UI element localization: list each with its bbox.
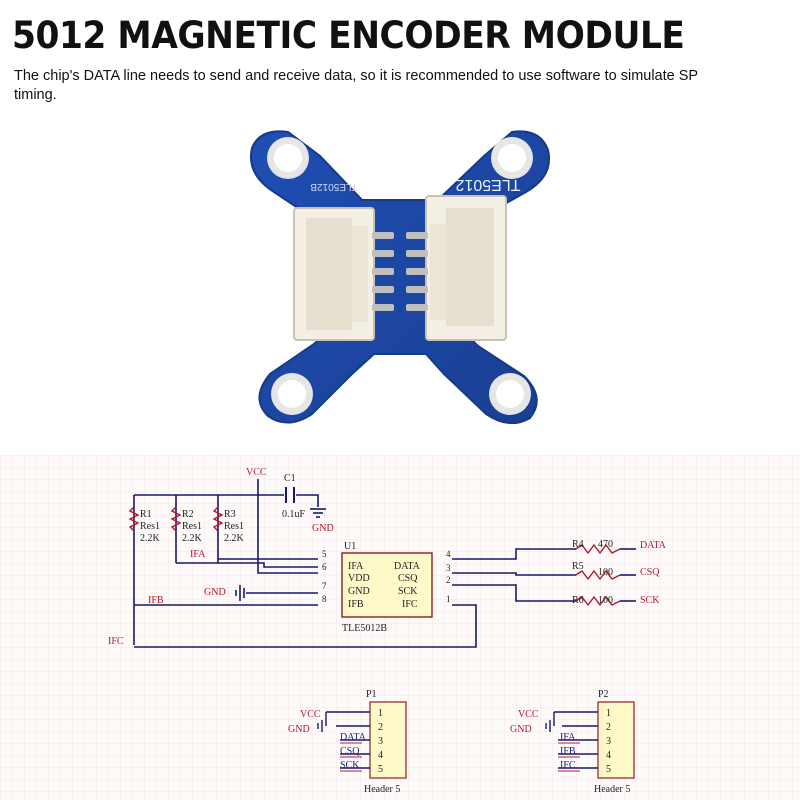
r6-value: 100 — [598, 595, 613, 606]
header-p1-label-2: GND — [288, 724, 310, 735]
chip-pin-4-num: 4 — [446, 549, 451, 559]
ground-symbol — [310, 508, 326, 518]
right-connector — [425, 195, 507, 341]
mount-hole-top-right — [491, 137, 533, 179]
chip-ref: U1 — [344, 541, 356, 552]
net-ifa-label: IFA — [190, 549, 206, 560]
r2-type: Res1 — [182, 521, 202, 532]
r3-ref: R3 — [224, 509, 236, 520]
chip-pin-6-num: 6 — [322, 562, 327, 572]
gnd-label-cap: GND — [312, 523, 334, 534]
connector-pins — [372, 232, 428, 311]
chip-pin-7-name: GND — [348, 586, 370, 597]
chip-pin-3-name: CSQ — [398, 573, 418, 584]
header-p1-ref: P1 — [366, 689, 377, 700]
r3-type: Res1 — [224, 521, 244, 532]
chip-pin-5-name: IFA — [348, 561, 364, 572]
header-p2-pin-4: 4 — [606, 750, 611, 761]
header-p2-pin-2: 2 — [606, 722, 611, 733]
chip-u1-body — [341, 552, 433, 618]
header-p1-pin-1: 1 — [378, 708, 383, 719]
chip-pin-6-name: VDD — [348, 573, 370, 584]
header-p1 — [317, 701, 407, 779]
chip-pin-1-name: IFC — [402, 599, 418, 610]
r4-value: 470 — [598, 539, 613, 550]
chip-pin-8-num: 8 — [322, 594, 327, 604]
header-p1-label-5: SCK — [340, 760, 360, 771]
r5-net: CSQ — [640, 567, 660, 578]
header-p1-pin-4: 4 — [378, 750, 383, 761]
r1-type: Res1 — [140, 521, 160, 532]
schematic-diagram: VCC C1 0.1uF GND R1 Res1 2.2K R2 Res1 2.… — [0, 455, 800, 800]
chip-pin-5-num: 5 — [322, 549, 327, 559]
r4-net: DATA — [640, 540, 667, 551]
r4-ref: R4 — [572, 539, 584, 550]
chip-pin-7-num: 7 — [322, 581, 327, 591]
header-p2-pin-5: 5 — [606, 764, 611, 775]
header-p2 — [545, 701, 635, 779]
cap-ref: C1 — [284, 473, 296, 484]
header-p2-pin-3: 3 — [606, 736, 611, 747]
r1-value: 2.2K — [140, 533, 161, 544]
r2-ref: R2 — [182, 509, 194, 520]
board-silkscreen-label: TLE5012 — [455, 176, 520, 193]
r5-value: 100 — [598, 567, 613, 578]
board-side-label: TLE5012B — [310, 181, 358, 192]
encoder-board-photo: TLE5012 TLE5012B — [250, 130, 550, 425]
header-p2-label-3: IFA — [560, 732, 576, 743]
r2-value: 2.2K — [182, 533, 203, 544]
header-p1-label-3: DATA — [340, 732, 367, 743]
header-p2-label-1: VCC — [518, 709, 539, 720]
mount-hole-bottom-left — [271, 373, 313, 415]
mount-hole-bottom-right — [489, 373, 531, 415]
capacitor-c1 — [285, 487, 295, 503]
chip-pin-2-num: 2 — [446, 575, 451, 585]
gnd-label-left: GND — [204, 587, 226, 598]
resistor-symbols — [128, 506, 621, 607]
header-p1-pin-3: 3 — [378, 736, 383, 747]
chip-pin-1-num: 1 — [446, 594, 451, 604]
chip-pin-2-name: SCK — [398, 586, 418, 597]
r6-ref: R6 — [572, 595, 584, 606]
chip-pin-3-num: 3 — [446, 563, 451, 573]
schematic-wires — [133, 479, 636, 648]
header-p1-pin-2: 2 — [378, 722, 383, 733]
header-p2-pin-1: 1 — [606, 708, 611, 719]
header-p2-ref: P2 — [598, 689, 609, 700]
r1-ref: R1 — [140, 509, 152, 520]
header-p2-name: Header 5 — [594, 784, 630, 795]
header-p2-label-2: GND — [510, 724, 532, 735]
r3-value: 2.2K — [224, 533, 245, 544]
header-p2-label-5: IFC — [560, 760, 576, 771]
net-ifb-label: IFB — [148, 595, 164, 606]
mount-hole-top-left — [267, 137, 309, 179]
cap-value: 0.1uF — [282, 509, 306, 520]
chip-pin-8-name: IFB — [348, 599, 364, 610]
chip-pin-4-name: DATA — [394, 561, 421, 572]
header-p1-pin-5: 5 — [378, 764, 383, 775]
vcc-label: VCC — [246, 467, 267, 478]
ground-symbol-left — [235, 585, 245, 601]
page-title: 5012 MAGNETIC ENCODER MODULE — [12, 14, 685, 57]
description-text: The chip's DATA line needs to send and r… — [14, 68, 698, 103]
chip-name: TLE5012B — [342, 623, 387, 634]
header-p2-label-4: IFB — [560, 746, 576, 757]
header-p1-name: Header 5 — [364, 784, 400, 795]
r5-ref: R5 — [572, 561, 584, 572]
left-connector — [293, 207, 375, 341]
r6-net: SCK — [640, 595, 660, 606]
header-p1-label-4: CSQ — [340, 746, 360, 757]
header-p1-label-1: VCC — [300, 709, 321, 720]
net-ifc-label: IFC — [108, 636, 124, 647]
